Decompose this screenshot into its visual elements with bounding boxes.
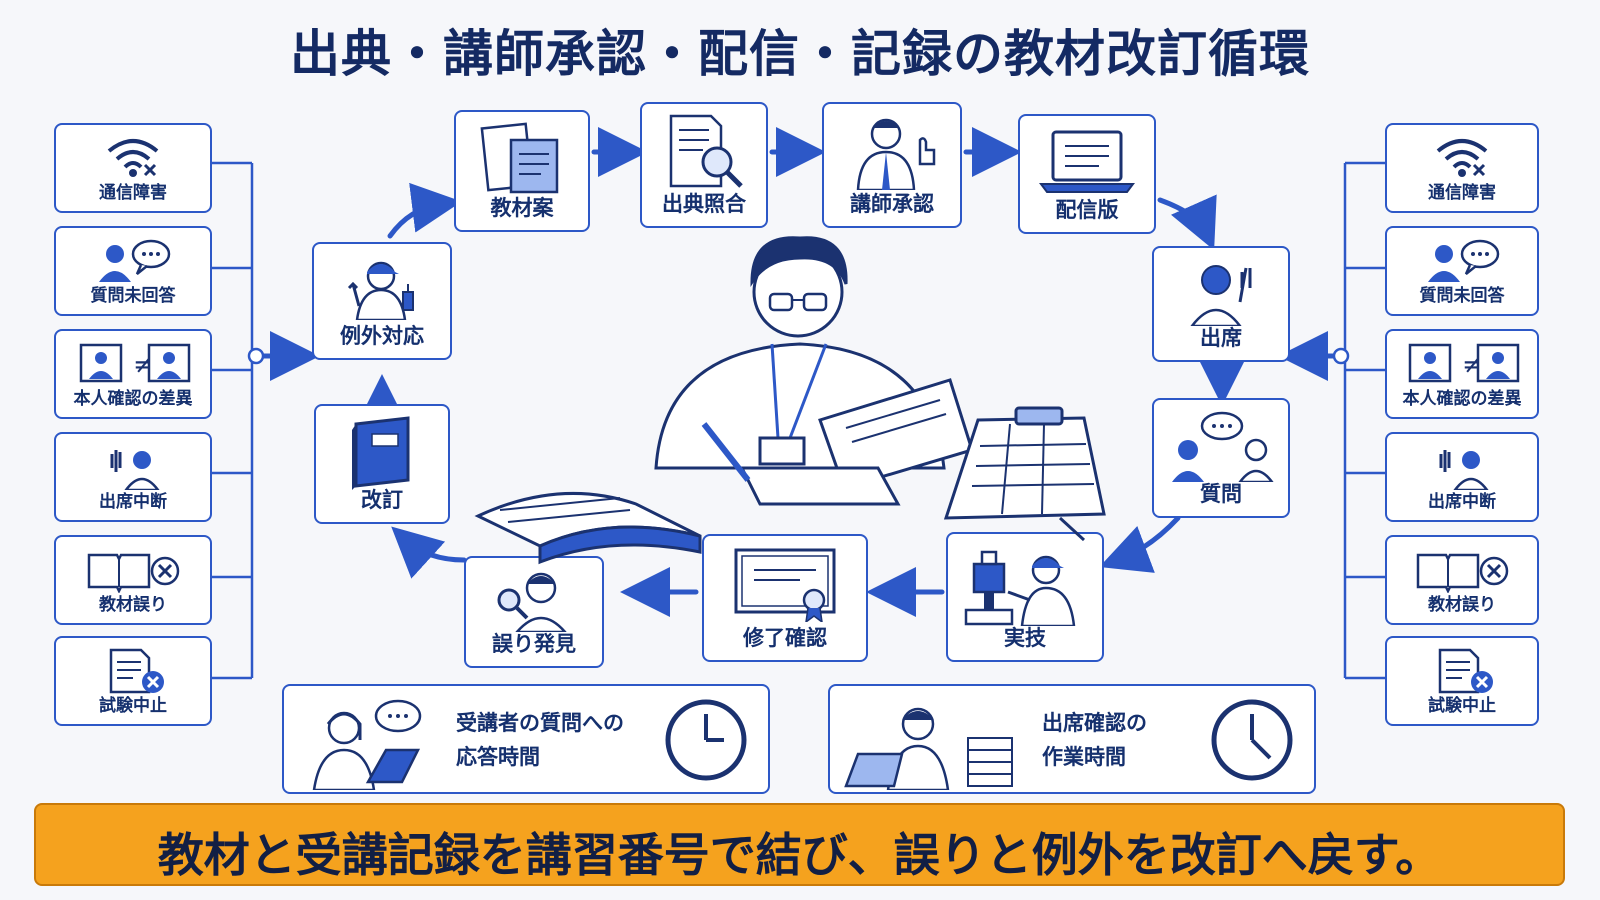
step-exception-handling: 例外対応 — [312, 242, 452, 360]
worker-radio-icon — [347, 261, 414, 320]
exception-label: 出席中断 — [1428, 492, 1496, 512]
summary-banner: 教材と受講記録を講習番号で結び、誤りと例外を改訂へ戻す。 — [34, 803, 1565, 886]
info-attendance-time: 出席確認の 作業時間 — [828, 684, 1316, 794]
raised-hand-person-icon — [110, 450, 160, 490]
step-label: 改訂 — [361, 488, 403, 512]
step-label: 質問 — [1200, 482, 1242, 506]
document-cancel-icon — [1438, 648, 1493, 694]
clock-icon — [665, 699, 747, 781]
step-revision: 改訂 — [314, 404, 450, 524]
step-question: 質問 — [1152, 398, 1290, 518]
exception-label: 教材誤り — [99, 595, 167, 615]
info-line: 出席確認の — [1042, 711, 1147, 735]
step-label: 出席 — [1200, 326, 1242, 350]
exception-label: 本人確認の差異 — [73, 389, 193, 409]
step-error-found: 誤り発見 — [464, 556, 604, 668]
exception-label: 出席中断 — [99, 492, 167, 512]
person-chat-icon — [1428, 239, 1500, 282]
book-error-icon — [87, 553, 180, 593]
exception-label: 質問未回答 — [1419, 286, 1505, 306]
id-mismatch-icon: ≠ — [1408, 343, 1520, 383]
step-instructor-approval: 講師承認 — [822, 102, 962, 228]
document-magnifier-icon — [669, 114, 743, 188]
step-completion: 修了確認 — [702, 534, 868, 662]
left-exception-material-error: 教材誤り — [54, 535, 212, 625]
right-exception-attendance-break: 出席中断 — [1385, 432, 1539, 522]
page-title: 出典・講師承認・配信・記録の教材改訂循環 — [290, 25, 1310, 83]
left-exception-exam-stop: 試験中止 — [54, 636, 212, 726]
wifi-off-icon — [107, 139, 159, 177]
person-laptop-chat-icon — [312, 699, 422, 790]
step-label: 配信版 — [1055, 198, 1119, 222]
book-error-icon — [1416, 553, 1509, 593]
person-chat-icon — [99, 239, 171, 282]
laptop-icon — [1039, 130, 1135, 193]
step-label: 修了確認 — [743, 626, 827, 650]
id-mismatch-icon: ≠ — [79, 343, 191, 383]
info-response-time: 受講者の質問への 応答時間 — [282, 684, 770, 794]
wifi-off-icon — [1436, 139, 1488, 177]
step-label: 教材案 — [490, 196, 554, 220]
step-source-check: 出典照合 — [640, 102, 768, 228]
exception-label: 質問未回答 — [90, 286, 176, 306]
document-cancel-icon — [109, 648, 164, 694]
step-label: 例外対応 — [340, 324, 424, 348]
left-exception-attendance-break: 出席中断 — [54, 432, 212, 522]
exception-label: 試験中止 — [1428, 696, 1496, 716]
right-exception-unanswered: 質問未回答 — [1385, 226, 1539, 316]
raised-hand-attendee-icon — [1190, 265, 1252, 326]
binder-book-icon — [352, 416, 410, 490]
two-people-chat-icon — [1172, 411, 1274, 482]
certificate-icon — [734, 548, 836, 622]
clock-icon — [1211, 699, 1293, 781]
exception-label: 通信障害 — [1428, 183, 1496, 203]
exception-label: 教材誤り — [1428, 595, 1496, 615]
left-exception-unanswered: 質問未回答 — [54, 226, 212, 316]
raised-hand-person-icon — [1439, 450, 1489, 490]
left-exception-comm-failure: 通信障害 — [54, 123, 212, 213]
exception-label: 通信障害 — [99, 183, 167, 203]
step-label: 講師承認 — [850, 192, 934, 216]
right-exception-comm-failure: 通信障害 — [1385, 123, 1539, 213]
summary-banner-text: 教材と受講記録を講習番号で結び、誤りと例外を改訂へ戻す。 — [157, 828, 1442, 882]
machine-worker-icon — [964, 550, 1076, 626]
exception-label: 試験中止 — [99, 696, 167, 716]
left-exception-identity-mismatch: ≠ 本人確認の差異 — [54, 329, 212, 419]
exception-label: 本人確認の差異 — [1402, 389, 1522, 409]
right-exception-identity-mismatch: ≠ 本人確認の差異 — [1385, 329, 1539, 419]
right-exception-exam-stop: 試験中止 — [1385, 636, 1539, 726]
person-magnifier-icon — [497, 572, 567, 632]
clerk-laptop-files-icon — [844, 707, 1013, 790]
step-label: 実技 — [1004, 626, 1046, 650]
step-practical: 実技 — [946, 532, 1104, 662]
step-draft: 教材案 — [454, 110, 590, 232]
right-exception-material-error: 教材誤り — [1385, 535, 1539, 625]
documents-icon — [480, 122, 559, 194]
info-line: 受講者の質問への — [456, 711, 624, 735]
step-attendance: 出席 — [1152, 246, 1290, 362]
info-line: 応答時間 — [456, 745, 540, 769]
instructor-thumbs-up-icon — [856, 118, 936, 190]
info-line: 作業時間 — [1042, 745, 1126, 769]
step-label: 誤り発見 — [492, 632, 576, 656]
step-release: 配信版 — [1018, 114, 1156, 234]
step-label: 出典照合 — [662, 192, 746, 216]
